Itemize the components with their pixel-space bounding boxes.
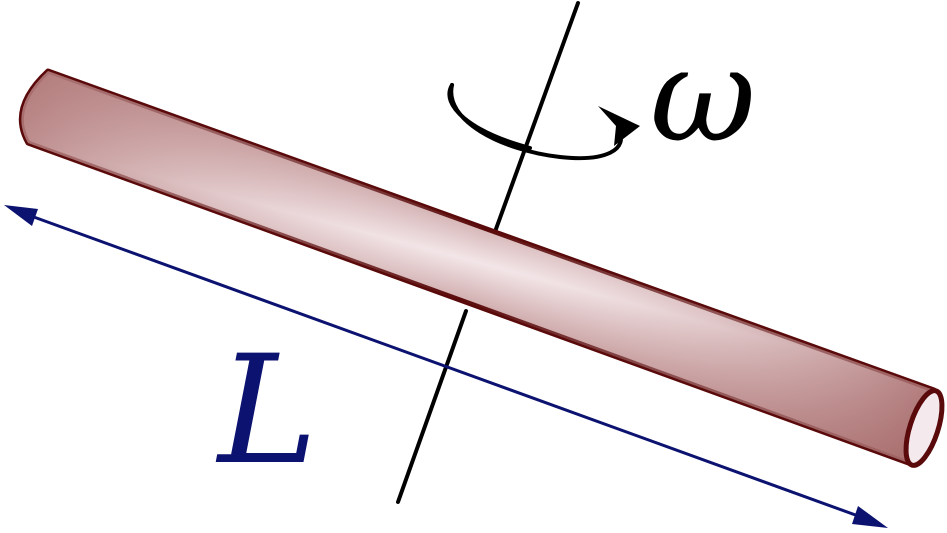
rotation-arrow-front <box>449 83 623 161</box>
rotation-arrow <box>449 83 640 161</box>
rotation-axis-upper <box>490 1 580 242</box>
length-arrowhead-left <box>4 205 38 226</box>
rotation-arrowhead <box>598 106 640 146</box>
rod-shading <box>21 71 935 465</box>
rotation-axis-lower <box>396 309 468 504</box>
angular-velocity-label: ω <box>650 19 756 171</box>
rod-end-face <box>903 388 945 468</box>
length-dimension-line <box>19 210 873 523</box>
rod <box>18 68 945 468</box>
length-arrowhead-right <box>852 506 888 528</box>
length-dimension-arrow <box>4 205 888 528</box>
length-label: L <box>215 324 318 498</box>
